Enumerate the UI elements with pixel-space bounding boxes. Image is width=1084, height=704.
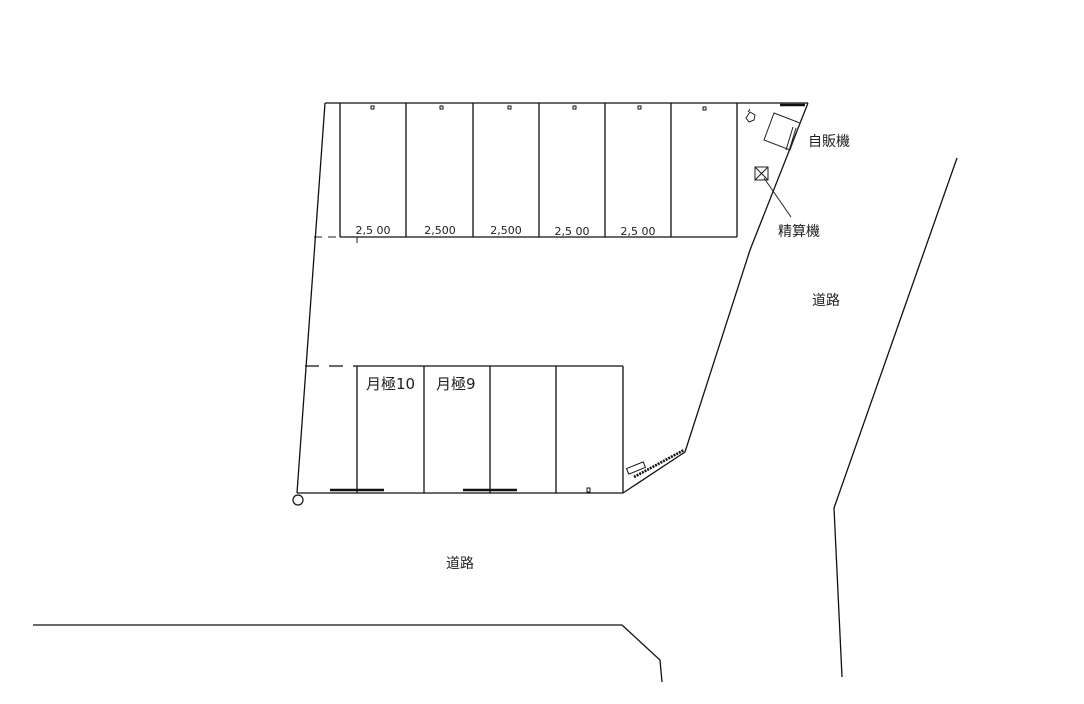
vending-machine-edge bbox=[785, 126, 794, 151]
vending-machine-icon bbox=[763, 112, 801, 151]
payment-machine-cross bbox=[754, 166, 769, 181]
stall-marker bbox=[370, 105, 375, 110]
road-east-label: 道路 bbox=[812, 293, 840, 309]
stall-marker bbox=[586, 487, 591, 493]
stall-price-label: 2,5 00 bbox=[555, 225, 590, 238]
barrier-unit-icon bbox=[625, 461, 647, 475]
stall-marker bbox=[507, 105, 512, 110]
lot-west-edge bbox=[296, 102, 326, 494]
stall-price-label: 2,500 bbox=[490, 224, 522, 237]
top-stall-row: 2,5 00 2,500 2,500 2,5 00 2,5 00 bbox=[314, 103, 738, 243]
roads: 道路 道路 bbox=[33, 157, 958, 683]
stall-marker bbox=[439, 105, 444, 110]
stall-price-label: 2,5 00 bbox=[621, 225, 656, 238]
stall-marker bbox=[702, 106, 707, 111]
lot-southeast-corner bbox=[622, 451, 686, 494]
payment-machine-icon bbox=[754, 166, 769, 181]
payment-machine-label: 精算機 bbox=[778, 224, 820, 240]
facilities: 自販機 精算機 bbox=[745, 108, 850, 240]
stall-price-label: 2,5 00 bbox=[356, 224, 391, 237]
monthly-stall-label: 月極9 bbox=[436, 375, 476, 393]
road-south-label: 道路 bbox=[446, 556, 474, 572]
corner-post-icon bbox=[292, 494, 304, 506]
vending-machine-label: 自販機 bbox=[808, 134, 850, 150]
lot-east-edge bbox=[684, 102, 809, 453]
payment-machine-leader bbox=[763, 177, 792, 218]
road-east-edge bbox=[833, 157, 958, 678]
stall-marker bbox=[572, 105, 577, 110]
road-south-edge bbox=[33, 624, 663, 683]
lot-boundary bbox=[296, 102, 809, 494]
stall-price-label: 2,500 bbox=[424, 224, 456, 237]
bell-icon bbox=[745, 108, 756, 123]
bottom-stall-row: 月極10 月極9 bbox=[292, 365, 624, 506]
vending-machine-edge bbox=[788, 127, 797, 152]
entrance-barrier bbox=[625, 448, 685, 479]
barrier-arm bbox=[633, 448, 685, 479]
stall-marker bbox=[637, 105, 642, 110]
monthly-stall-label: 月極10 bbox=[366, 375, 415, 393]
